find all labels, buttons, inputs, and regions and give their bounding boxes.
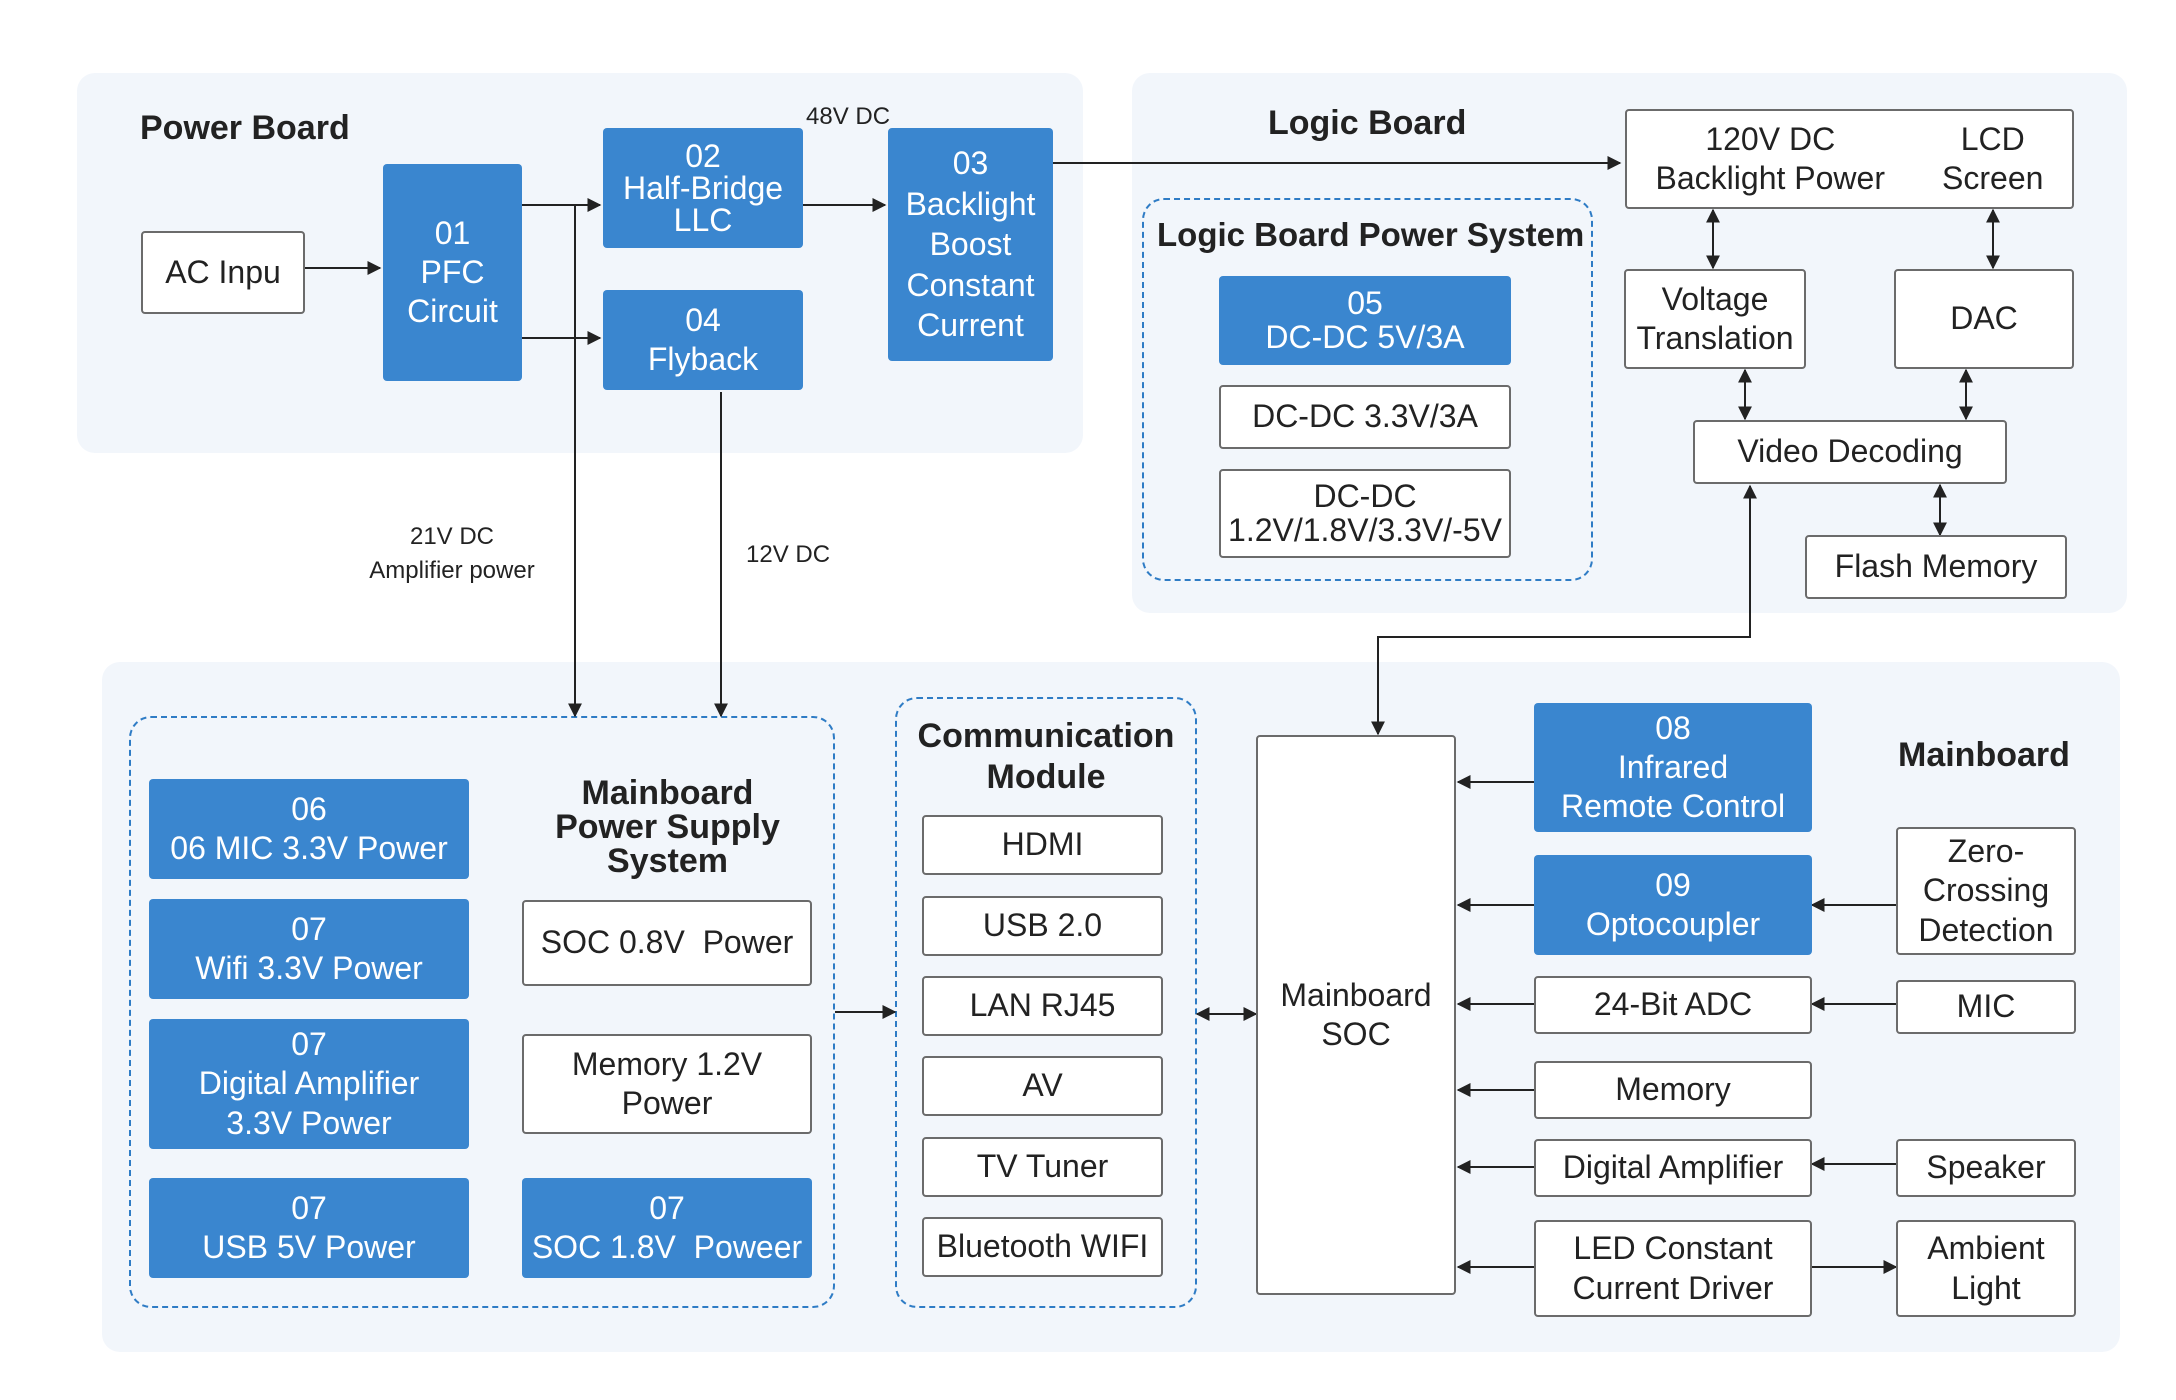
logic-board-power-system-title: Logic Board Power System [1157,216,1585,253]
pfc-circuit-box: 01 PFC Circuit [383,164,522,381]
backlight-boost-box: 03 Backlight Boost Constant Current [888,128,1053,361]
zero-crossing-box: Zero- Crossing Detection [1896,827,2076,955]
voltage-translation-box: Voltage Translation [1624,269,1806,369]
logic-board-title: Logic Board [1268,104,1467,142]
video-decoding-box: Video Decoding [1693,420,2007,484]
mic-box: MIC [1896,980,2076,1034]
backlight-power-label: 120V DC Backlight Power [1655,120,1885,196]
soc-18v-power-box: 07 SOC 1.8V Poweer [522,1178,812,1278]
flyback-box: 04 Flyback [603,290,803,390]
communication-module-group [895,697,1197,1308]
infrared-remote-box: 08 Infrared Remote Control [1534,703,1812,832]
logic-board-power-system-group [1142,198,1593,581]
dcdc-5v-box: 05 DC-DC 5V/3A [1219,276,1511,365]
led-driver-box: LED Constant Current Driver [1534,1220,1812,1317]
label-48v-dc: 48V DC [806,103,891,130]
comm-item-lan: LAN RJ45 [922,976,1163,1036]
comm-item-hdmi: HDMI [922,815,1163,875]
dcdc-multi-box: DC-DC 1.2V/1.8V/3.3V/-5V [1219,469,1511,558]
usb-power-box: 07 USB 5V Power [149,1178,469,1278]
ambient-light-box: Ambient Light [1896,1220,2076,1317]
soc-08v-power-box: SOC 0.8V Power [522,900,812,986]
mainboard-power-supply-title: Mainboard Power Supply System [555,774,780,880]
flash-memory-box: Flash Memory [1805,535,2067,599]
arrow-video-soc [1371,484,1757,736]
adc-box: 24-Bit ADC [1534,976,1812,1034]
label-12v-dc: 12V DC [746,541,831,568]
comm-item-av: AV [922,1056,1163,1116]
comm-item-tv-tuner: TV Tuner [922,1137,1163,1197]
lcd-screen-label: LCD Screen [1942,120,2044,196]
digital-amp-power-box: 07 Digital Amplifier 3.3V Power [149,1019,469,1149]
mic-power-box: 06 06 MIC 3.3V Power [149,779,469,879]
dcdc-33v-box: DC-DC 3.3V/3A [1219,385,1511,449]
comm-item-bluetooth-wifi: Bluetooth WIFI [922,1217,1163,1277]
wifi-power-box: 07 Wifi 3.3V Power [149,899,469,999]
mainboard-soc-box: Mainboard SOC [1256,735,1456,1295]
ac-input-box: AC Inpu [141,231,305,314]
memory-box: Memory [1534,1061,1812,1119]
optocoupler-box: 09 Optocoupler [1534,855,1812,955]
dac-box: DAC [1894,269,2074,369]
comm-item-usb: USB 2.0 [922,896,1163,956]
power-board-title: Power Board [140,109,350,147]
memory-12v-power-box: Memory 1.2V Power [522,1034,812,1134]
communication-module-title: Communication Module [917,717,1175,796]
mainboard-title: Mainboard [1898,736,2070,774]
digital-amplifier-box: Digital Amplifier [1534,1139,1812,1197]
half-bridge-llc-box: 02 Half-Bridge LLC [603,128,803,248]
speaker-box: Speaker [1896,1139,2076,1197]
mainboard-power-supply-group [129,716,835,1308]
label-21v-dc: 21V DC Amplifier power [369,523,535,584]
backlight-lcd-box: 120V DC Backlight Power LCD Screen [1625,109,2074,209]
